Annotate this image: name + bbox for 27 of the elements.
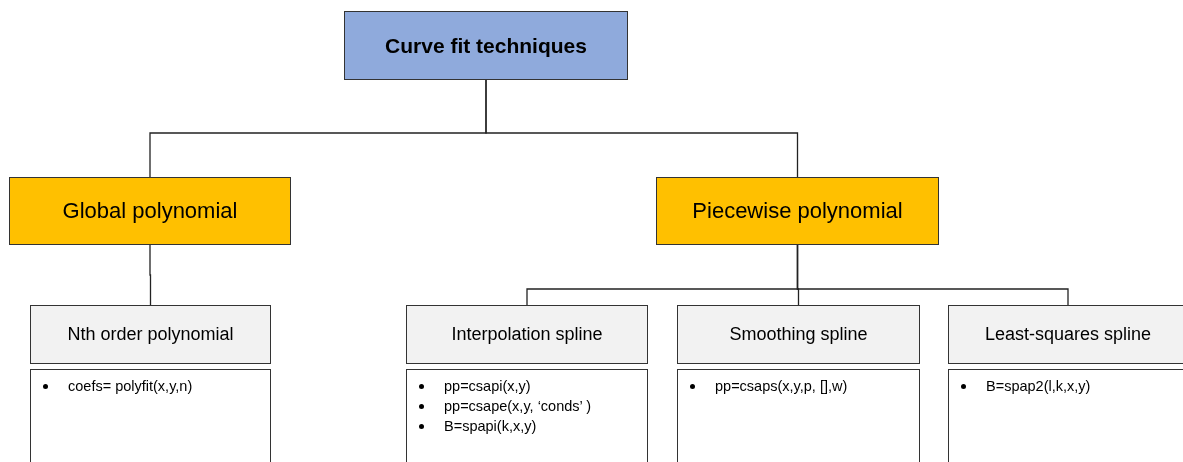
connector-line (796, 244, 1069, 306)
code-list-box (406, 369, 648, 462)
code-line: B=spap2(l,k,x,y) (986, 377, 1091, 396)
code-list-box (677, 369, 920, 462)
root-box (344, 11, 628, 80)
code-list-box (30, 369, 271, 462)
code-list-box (948, 369, 1183, 462)
code-line: B=spapi(k,x,y) (444, 417, 537, 436)
box-label: Smoothing spline (729, 324, 868, 345)
category-box (9, 177, 291, 245)
category-box (656, 177, 939, 245)
connector-line (485, 79, 799, 178)
box-label: Curve fit techniques (385, 33, 587, 58)
method-box (677, 305, 920, 364)
box-label: Nth order polynomial (67, 324, 234, 345)
method-box (406, 305, 648, 364)
code-line: coefs= polyfit(x,y,n) (68, 377, 193, 396)
method-box (30, 305, 271, 364)
code-line: pp=csape(x,y, ‘conds’ ) (444, 397, 592, 416)
box-label: Global polynomial (62, 198, 238, 224)
code-line: pp=csaps(x,y,p, [],w) (715, 377, 848, 396)
code-line: pp=csapi(x,y) (444, 377, 531, 396)
box-label: Interpolation spline (451, 324, 603, 345)
box-label: Piecewise polynomial (692, 198, 903, 224)
method-box (948, 305, 1183, 364)
connector-line (149, 244, 152, 306)
box-label: Least-squares spline (984, 324, 1152, 345)
